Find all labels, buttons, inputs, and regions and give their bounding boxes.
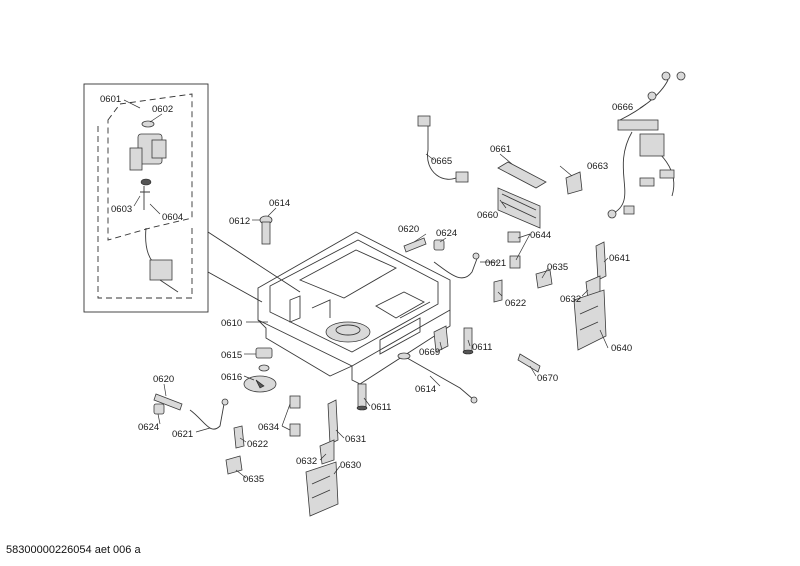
hinge-plate-0640 <box>573 289 607 351</box>
sensor-cable-0621-right <box>433 252 480 279</box>
label-0601: 0601 <box>100 94 121 105</box>
label-0665: 0665 <box>431 156 452 167</box>
label-0632-left: 0632 <box>296 456 317 467</box>
label-0615: 0615 <box>221 350 242 361</box>
hinge-0641 <box>595 241 607 281</box>
label-0631: 0631 <box>345 434 366 445</box>
base-tub-0610 <box>257 231 451 385</box>
clip-0669 <box>433 325 449 353</box>
label-0603: 0603 <box>111 204 132 215</box>
cap-0615 <box>255 347 273 372</box>
hinge-0631 <box>327 399 339 445</box>
connector-0635-left <box>225 455 243 475</box>
wiring-harness-0666 <box>607 71 686 219</box>
label-0611-right: 0611 <box>472 342 492 353</box>
label-0630: 0630 <box>340 460 361 471</box>
disc-0616 <box>243 375 277 393</box>
label-0641: 0641 <box>609 253 630 264</box>
label-0622-right: 0622 <box>505 298 526 309</box>
label-0669: 0669 <box>419 347 440 358</box>
leader-lines <box>123 99 647 479</box>
cable-0614-right <box>397 352 478 404</box>
valve-assembly-0601 <box>129 120 179 293</box>
clip-0622-left <box>233 425 245 449</box>
label-0621-right: 0621 <box>485 258 506 269</box>
label-0663: 0663 <box>587 161 608 172</box>
label-0632-right: 0632 <box>560 294 581 305</box>
label-0666: 0666 <box>612 102 633 113</box>
label-0624-right: 0624 <box>436 228 457 239</box>
connector-0635-right <box>535 269 553 289</box>
label-0620-left: 0620 <box>153 374 174 385</box>
label-0660: 0660 <box>477 210 498 221</box>
label-0644: 0644 <box>530 230 551 241</box>
cap-0624-right <box>433 239 445 251</box>
label-0635-left: 0635 <box>243 474 264 485</box>
strip-0670 <box>517 353 541 373</box>
label-0612: 0612 <box>229 216 250 227</box>
label-0614-top: 0614 <box>269 198 290 209</box>
label-0635-right: 0635 <box>547 262 568 273</box>
bracket-0632-left <box>319 439 335 465</box>
float-0620-left <box>153 393 183 411</box>
label-0611-left: 0611 <box>371 402 391 413</box>
label-0620-right: 0620 <box>398 224 419 235</box>
part-labels: 0601 0602 0603 0604 0610 0612 0614 0615 … <box>100 94 633 485</box>
clips-0634 <box>289 395 301 437</box>
label-0614-bottom: 0614 <box>415 384 436 395</box>
detail-inset <box>83 83 301 313</box>
label-0624-left: 0624 <box>138 422 159 433</box>
label-0661: 0661 <box>490 144 511 155</box>
housing-0660 <box>497 187 541 229</box>
foot-0611-left <box>356 383 368 411</box>
cable-0665 <box>417 115 469 183</box>
foot-0612 <box>259 215 273 245</box>
label-0610: 0610 <box>221 318 242 329</box>
clip-0622-right <box>493 279 503 303</box>
document-id-footer: 58300000226054 aet 006 a <box>6 544 141 556</box>
hinge-plate-0630 <box>305 461 339 517</box>
label-0621-left: 0621 <box>172 429 193 440</box>
label-0622-left: 0622 <box>247 439 268 450</box>
label-0670: 0670 <box>537 373 558 384</box>
label-0602: 0602 <box>152 104 173 115</box>
cover-0661 <box>497 161 547 189</box>
label-0634: 0634 <box>258 422 279 433</box>
bracket-0663 <box>565 171 583 195</box>
cap-0624-left <box>153 403 165 415</box>
label-0640: 0640 <box>611 343 632 354</box>
float-0620-right <box>403 237 427 253</box>
label-0616: 0616 <box>221 372 242 383</box>
sensor-cable-0621-left <box>189 398 229 430</box>
label-0604: 0604 <box>162 212 183 223</box>
clips-0644 <box>507 231 521 269</box>
